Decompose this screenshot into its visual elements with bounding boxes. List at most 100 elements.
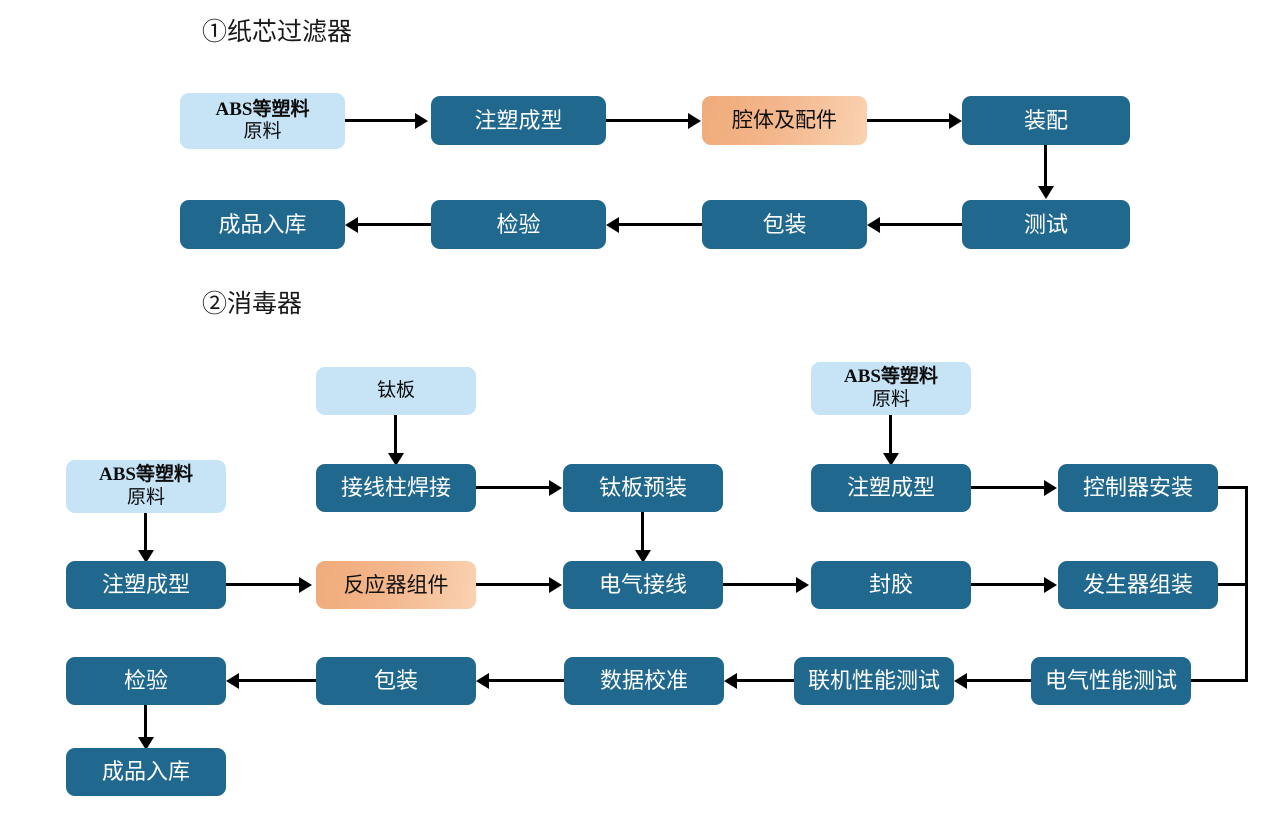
node-label: 注塑成型 [846, 475, 935, 501]
node-label: 接线柱焊接 [340, 475, 451, 501]
arrowhead-f4-f5 [1038, 186, 1054, 199]
node-label: 注塑成型 [101, 572, 190, 598]
node-injection-molding-right[interactable]: 注塑成型 [811, 464, 971, 512]
node-abs-material-1[interactable]: ABS等塑料 原料 [180, 93, 345, 149]
arrowhead-s16-s15 [724, 673, 737, 689]
node-label: 腔体及配件 [732, 108, 837, 133]
arrowhead-f2-f3 [688, 113, 701, 129]
arrowhead-s15-s14 [476, 673, 489, 689]
connector-s5-s10 [641, 512, 644, 557]
node-label: 注塑成型 [474, 107, 563, 133]
arrowhead-s17-s16 [954, 673, 967, 689]
arrowhead-f6-f7 [606, 217, 619, 233]
node-label: 电气性能测试 [1044, 668, 1177, 694]
node-terminal-welding[interactable]: 接线柱焊接 [316, 464, 476, 512]
node-finished-goods-warehouse-2[interactable]: 成品入库 [66, 748, 226, 796]
connector-right-bus-vertical [1245, 486, 1248, 681]
node-assembly-1[interactable]: 装配 [962, 96, 1130, 145]
arrowhead-s1-s4 [388, 453, 404, 466]
connector-f3-f4 [867, 119, 949, 122]
node-label: 反应器组件 [343, 572, 449, 597]
node-label: 测试 [1023, 211, 1068, 237]
arrowhead-s9-s10 [549, 577, 562, 593]
connector-f1-f2 [345, 119, 415, 122]
node-inspection-2[interactable]: 检验 [66, 657, 226, 705]
node-label: 成品入库 [218, 211, 307, 237]
connector-s16-s15 [737, 679, 794, 682]
node-label: 检验 [496, 211, 541, 237]
node-label: 电气接线 [598, 572, 687, 598]
node-label: 封胶 [868, 572, 913, 598]
connector-f4-f5 [1044, 145, 1047, 193]
connector-s15-s14 [489, 679, 564, 682]
node-packaging-2[interactable]: 包装 [316, 657, 476, 705]
node-controller-install[interactable]: 控制器安装 [1058, 464, 1218, 512]
connector-s10-s11 [723, 583, 796, 586]
node-abs-material-left[interactable]: ABS等塑料 原料 [66, 460, 226, 513]
node-label-line2: 原料 [126, 486, 165, 508]
connector-s9-s10 [476, 583, 549, 586]
node-injection-molding-left[interactable]: 注塑成型 [66, 561, 226, 609]
node-label-line2: 原料 [243, 121, 282, 142]
node-online-performance-test[interactable]: 联机性能测试 [794, 657, 954, 705]
node-label: 成品入库 [101, 759, 190, 785]
node-reactor-assembly[interactable]: 反应器组件 [316, 561, 476, 609]
arrowhead-s6-s7 [1044, 480, 1057, 496]
node-finished-goods-warehouse-1[interactable]: 成品入库 [180, 200, 345, 249]
node-label-line2: 原料 [871, 388, 910, 410]
node-label: 检验 [123, 668, 168, 694]
node-data-calibration[interactable]: 数据校准 [564, 657, 724, 705]
node-label: 发生器组装 [1082, 572, 1193, 598]
connector-f2-f3 [606, 119, 688, 122]
node-label: 钛板预装 [598, 475, 687, 501]
connector-f6-f7 [619, 223, 702, 226]
connector-bus-to-s17 [1191, 679, 1248, 682]
arrowhead-s2-s8 [138, 550, 154, 563]
node-label: 控制器安装 [1082, 475, 1193, 501]
arrowhead-s14-s13 [226, 673, 239, 689]
node-sealing[interactable]: 封胶 [811, 561, 971, 609]
node-injection-molding-1[interactable]: 注塑成型 [431, 96, 606, 145]
connector-s17-s16-b [967, 679, 1001, 682]
node-label-line1: ABS等塑料 [99, 464, 193, 486]
connector-s12-bus [1218, 583, 1248, 586]
node-label: 装配 [1023, 107, 1068, 133]
connector-f7-f8 [358, 223, 431, 226]
section-heading-sterilizer: ②消毒器 [202, 291, 303, 318]
connector-s6-s7 [971, 486, 1044, 489]
node-test-1[interactable]: 测试 [962, 200, 1130, 249]
node-label: 数据校准 [599, 668, 688, 694]
connector-s17-s16-a [1001, 679, 1031, 682]
node-label: 联机性能测试 [807, 668, 940, 694]
arrowhead-s4-s5 [549, 480, 562, 496]
arrowhead-s11-s12 [1044, 577, 1057, 593]
section-heading-paper-filter: ①纸芯过滤器 [202, 19, 353, 46]
node-generator-assembly[interactable]: 发生器组装 [1058, 561, 1218, 609]
node-titanium-preassembly[interactable]: 钛板预装 [563, 464, 723, 512]
node-label-line1: ABS等塑料 [844, 366, 938, 388]
connector-s8-s9 [226, 583, 299, 586]
connector-s13-s18 [144, 705, 147, 743]
node-abs-material-right[interactable]: ABS等塑料 原料 [811, 362, 971, 415]
connector-s7-bus [1218, 486, 1248, 489]
connector-s1-s4 [394, 415, 397, 460]
node-electrical-performance-test[interactable]: 电气性能测试 [1031, 657, 1191, 705]
connector-s11-s12 [971, 583, 1044, 586]
node-electrical-wiring[interactable]: 电气接线 [563, 561, 723, 609]
node-inspection-1[interactable]: 检验 [431, 200, 606, 249]
arrowhead-f3-f4 [949, 113, 962, 129]
arrowhead-f1-f2 [415, 113, 428, 129]
node-label: 钛板 [376, 379, 415, 401]
arrowhead-f5-f6 [867, 217, 880, 233]
node-packaging-1[interactable]: 包装 [702, 200, 867, 249]
node-label-line1: ABS等塑料 [215, 98, 310, 120]
arrowhead-s5-s10 [635, 550, 651, 563]
arrowhead-s8-s9 [299, 577, 312, 593]
node-titanium-plate[interactable]: 钛板 [316, 367, 476, 415]
connector-s4-s5 [476, 486, 549, 489]
node-label: 包装 [762, 211, 807, 237]
arrowhead-s10-s11 [796, 577, 809, 593]
arrowhead-s3-s6 [883, 453, 899, 466]
node-cavity-and-parts[interactable]: 腔体及配件 [702, 96, 867, 145]
